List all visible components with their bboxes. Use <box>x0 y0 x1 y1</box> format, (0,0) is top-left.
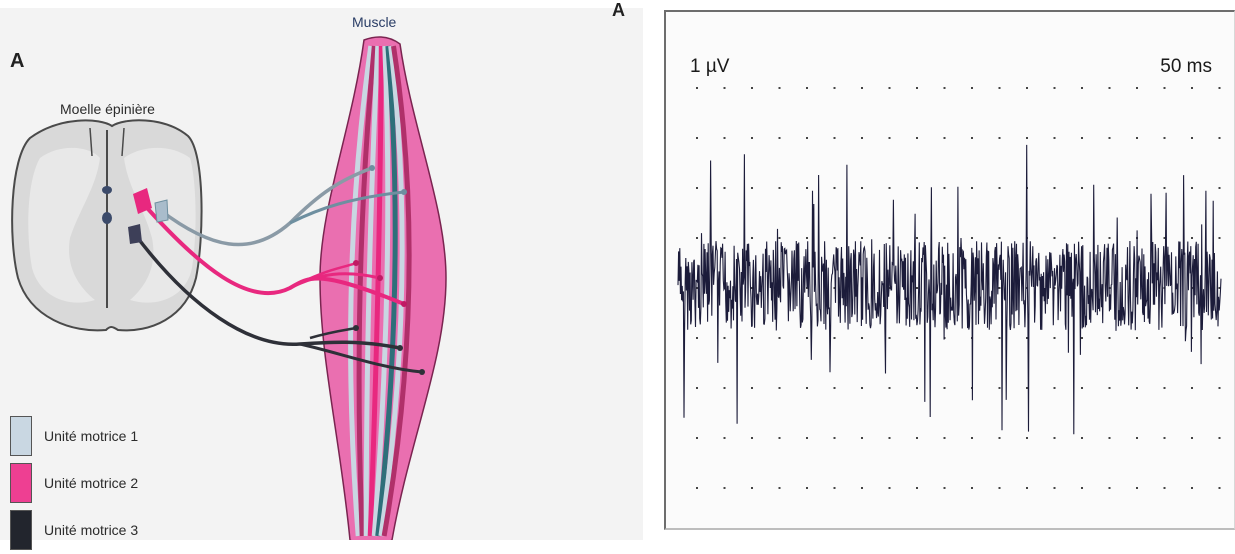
legend-swatch-unit-3 <box>10 510 32 550</box>
motor-unit-illustration <box>11 36 447 540</box>
muscle-fiber <box>371 45 391 537</box>
muscle-fiber <box>363 45 381 537</box>
spinal-cord-section <box>11 119 203 332</box>
emg-recording-panel: 1 µV 50 ms <box>664 10 1235 530</box>
muscle-fiber <box>381 45 412 537</box>
legend-item-unit-1: Unité motrice 1 <box>10 416 270 460</box>
amplitude-scale-label: 1 µV <box>690 56 730 77</box>
emg-trace-plot <box>677 87 1222 489</box>
muscle-fiber <box>375 45 398 537</box>
emg-trace <box>677 144 1222 435</box>
muscle-fiber <box>378 45 405 537</box>
dot-grid <box>696 87 1221 489</box>
motor-unit-diagram-panel: A Muscle Moelle épinière Unité motrice 1… <box>0 8 643 550</box>
motor-neuron-axons <box>128 165 425 375</box>
muscle-fiber <box>356 45 377 537</box>
time-scale-label: 50 ms <box>1160 56 1212 77</box>
legend-label-unit-2: Unité motrice 2 <box>44 475 139 491</box>
spinal-cord-label: Moelle épinière <box>60 101 155 117</box>
panel-letter-left: A <box>10 50 25 72</box>
panel-letter-right: A <box>612 0 625 20</box>
legend-item-unit-3: Unité motrice 3 <box>10 510 270 554</box>
muscle-fiber <box>367 45 384 537</box>
muscle-label: Muscle <box>352 14 397 30</box>
muscle-shape <box>319 36 447 540</box>
legend-swatch-unit-1 <box>10 416 32 456</box>
legend-label-unit-1: Unité motrice 1 <box>44 428 139 444</box>
legend-item-unit-2: Unité motrice 2 <box>10 463 270 507</box>
legend-label-unit-3: Unité motrice 3 <box>44 522 139 538</box>
legend-swatch-unit-2 <box>10 463 32 503</box>
